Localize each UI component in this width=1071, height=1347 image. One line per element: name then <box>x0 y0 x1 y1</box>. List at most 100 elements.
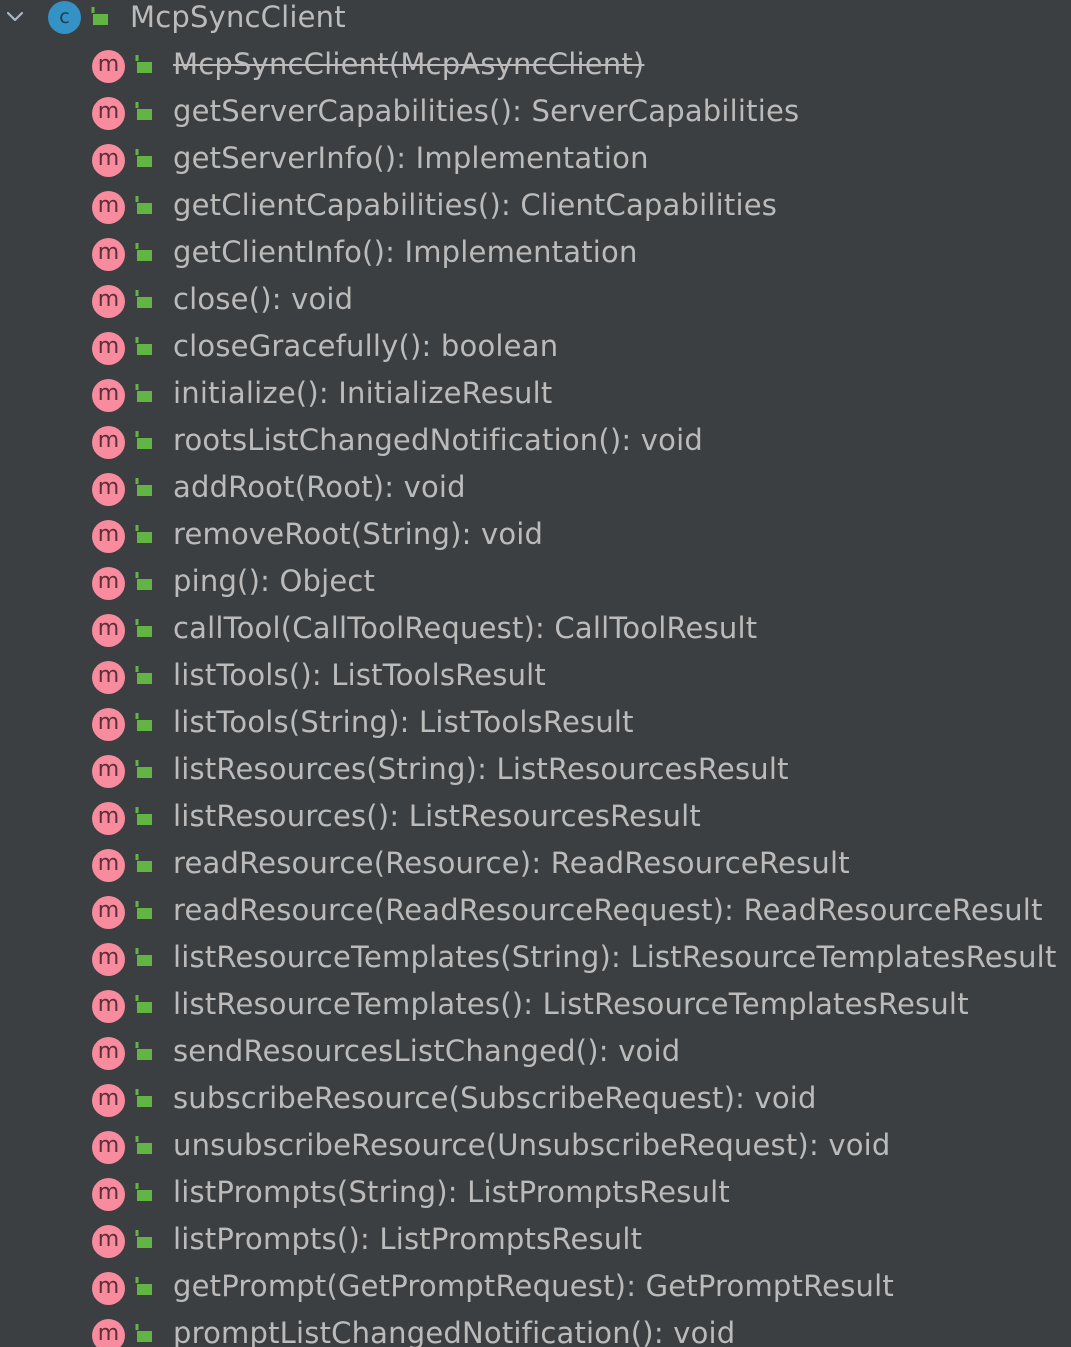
method-icon: m <box>92 896 125 929</box>
method-icon: m <box>92 708 125 741</box>
lock-icon <box>135 102 152 120</box>
method-icon: m <box>92 849 125 882</box>
lock-icon <box>135 55 152 73</box>
method-icon: m <box>92 191 125 224</box>
method-signature: listTools(String): ListToolsResult <box>173 705 634 739</box>
lock-icon <box>135 572 152 590</box>
tree-node-method[interactable]: m listResourceTemplates(): ListResourceTe… <box>0 983 1071 1030</box>
tree-node-method[interactable]: m callTool(CallToolRequest): CallToolResu… <box>0 607 1071 654</box>
lock-icon <box>135 1324 152 1342</box>
lock-icon <box>135 666 152 684</box>
tree-node-method[interactable]: m McpSyncClient(McpAsyncClient) <box>0 43 1071 90</box>
tree-node-method[interactable]: m readResource(ReadResourceRequest): Read… <box>0 889 1071 936</box>
tree-node-method[interactable]: m rootsListChangedNotification(): void <box>0 419 1071 466</box>
method-signature: getClientInfo(): Implementation <box>173 235 638 269</box>
method-signature: getServerCapabilities(): ServerCapabilit… <box>173 94 800 128</box>
lock-icon <box>135 1277 152 1295</box>
method-icon: m <box>92 50 125 83</box>
lock-icon <box>135 149 152 167</box>
method-signature: subscribeResource(SubscribeRequest): voi… <box>173 1081 817 1115</box>
lock-icon <box>135 384 152 402</box>
method-icon: m <box>92 473 125 506</box>
method-icon: m <box>92 520 125 553</box>
method-signature: listResourceTemplates(): ListResourceTem… <box>173 987 969 1021</box>
tree-node-class[interactable]: c McpSyncClient <box>0 0 1071 44</box>
lock-icon <box>135 478 152 496</box>
method-signature: callTool(CallToolRequest): CallToolResul… <box>173 611 758 645</box>
chevron-down-icon[interactable] <box>4 6 26 28</box>
lock-icon <box>135 431 152 449</box>
method-signature: listTools(): ListToolsResult <box>173 658 546 692</box>
method-icon: m <box>92 567 125 600</box>
method-signature: addRoot(Root): void <box>173 470 466 504</box>
tree-node-method[interactable]: m getServerInfo(): Implementation <box>0 137 1071 184</box>
tree-node-method[interactable]: m getClientCapabilities(): ClientCapabili… <box>0 184 1071 231</box>
tree-node-method[interactable]: m addRoot(Root): void <box>0 466 1071 513</box>
lock-icon <box>135 1089 152 1107</box>
method-signature: getServerInfo(): Implementation <box>173 141 649 175</box>
method-signature: listPrompts(String): ListPromptsResult <box>173 1175 730 1209</box>
tree-node-method[interactable]: m getClientInfo(): Implementation <box>0 231 1071 278</box>
tree-node-method[interactable]: m listResources(String): ListResourcesRes… <box>0 748 1071 795</box>
tree-node-method[interactable]: m readResource(Resource): ReadResourceRes… <box>0 842 1071 889</box>
method-signature: readResource(ReadResourceRequest): ReadR… <box>173 893 1043 927</box>
method-icon: m <box>92 285 125 318</box>
tree-node-method[interactable]: m listPrompts(String): ListPromptsResult <box>0 1171 1071 1218</box>
lock-icon <box>135 807 152 825</box>
tree-node-method[interactable]: m listPrompts(): ListPromptsResult <box>0 1218 1071 1265</box>
method-signature: listPrompts(): ListPromptsResult <box>173 1222 643 1256</box>
method-icon: m <box>92 379 125 412</box>
method-icon: m <box>92 238 125 271</box>
tree-node-method[interactable]: m getServerCapabilities(): ServerCapabili… <box>0 90 1071 137</box>
method-signature: getClientCapabilities(): ClientCapabilit… <box>173 188 778 222</box>
lock-icon <box>135 948 152 966</box>
method-icon: m <box>92 1131 125 1164</box>
lock-icon <box>135 760 152 778</box>
lock-icon <box>135 196 152 214</box>
method-signature: listResources(String): ListResourcesResu… <box>173 752 789 786</box>
lock-icon <box>135 1230 152 1248</box>
method-icon: m <box>92 1319 125 1347</box>
method-signature: listResources(): ListResourcesResult <box>173 799 701 833</box>
method-icon: m <box>92 1037 125 1070</box>
class-icon: c <box>48 1 81 34</box>
method-signature: McpSyncClient(McpAsyncClient) <box>173 47 645 81</box>
lock-icon <box>135 854 152 872</box>
method-icon: m <box>92 990 125 1023</box>
tree-node-method[interactable]: m listResources(): ListResourcesResult <box>0 795 1071 842</box>
lock-icon <box>135 290 152 308</box>
lock-icon <box>135 995 152 1013</box>
method-signature: readResource(Resource): ReadResourceResu… <box>173 846 850 880</box>
method-icon: m <box>92 614 125 647</box>
method-icon: m <box>92 802 125 835</box>
lock-icon <box>135 901 152 919</box>
lock-icon <box>135 525 152 543</box>
method-icon: m <box>92 426 125 459</box>
method-icon: m <box>92 97 125 130</box>
lock-icon <box>135 1183 152 1201</box>
tree-node-method[interactable]: m sendResourcesListChanged(): void <box>0 1030 1071 1077</box>
method-icon: m <box>92 943 125 976</box>
method-icon: m <box>92 144 125 177</box>
method-icon: m <box>92 661 125 694</box>
lock-icon <box>91 7 108 25</box>
tree-node-method[interactable]: m listTools(): ListToolsResult <box>0 654 1071 701</box>
tree-node-method[interactable]: m listTools(String): ListToolsResult <box>0 701 1071 748</box>
lock-icon <box>135 337 152 355</box>
method-icon: m <box>92 755 125 788</box>
method-icon: m <box>92 1178 125 1211</box>
method-signature: rootsListChangedNotification(): void <box>173 423 703 457</box>
method-signature: sendResourcesListChanged(): void <box>173 1034 681 1068</box>
method-icon: m <box>92 1225 125 1258</box>
